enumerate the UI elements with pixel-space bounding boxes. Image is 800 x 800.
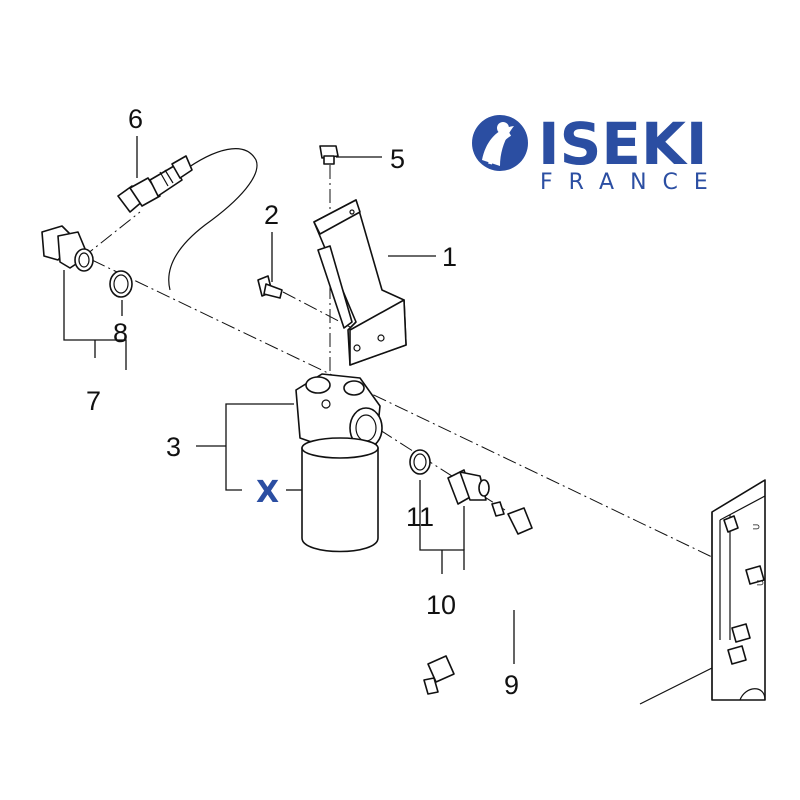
svg-text:⊃: ⊃: [756, 578, 764, 589]
elbow-fitting-7: [41, 225, 94, 272]
bracket-1: [313, 199, 407, 366]
fuel-pipe-9: [423, 501, 581, 695]
callout-6: 6: [128, 104, 143, 134]
adapter-10: [447, 469, 490, 505]
filter-canister: [301, 437, 379, 553]
engine-block: ⊃ ⊃: [639, 479, 766, 705]
o-ring-8: [109, 270, 133, 298]
logo-brand: ISEKI: [538, 110, 708, 178]
svg-text:⊃: ⊃: [752, 522, 760, 533]
callout-8: 8: [113, 318, 128, 348]
callout-3: 3: [166, 432, 181, 462]
hose-fitting-6: [117, 155, 193, 213]
callout-5: 5: [390, 144, 405, 174]
callout-1: 1: [442, 242, 457, 272]
callout-9: 9: [504, 670, 519, 700]
hose-curve: [168, 148, 258, 291]
bolt-5: [319, 145, 339, 165]
callout-11: 11: [406, 502, 434, 532]
filter-head-3: [295, 373, 383, 453]
logo-sub: FRANCE: [540, 170, 724, 195]
leader-lines: [63, 136, 515, 664]
callout-2: 2: [264, 200, 279, 230]
callout-10: 10: [426, 590, 456, 620]
iseki-logo: ISEKI FRANCE: [472, 110, 724, 195]
bolt-2: [257, 275, 283, 299]
callout-7: 7: [86, 386, 101, 416]
callout-x: X: [256, 475, 279, 510]
iseki-logo-icon: [472, 115, 528, 171]
o-ring-11: [409, 449, 431, 475]
callouts: 6 5 2 1 8 7 3 X 11 10 9: [86, 104, 519, 700]
